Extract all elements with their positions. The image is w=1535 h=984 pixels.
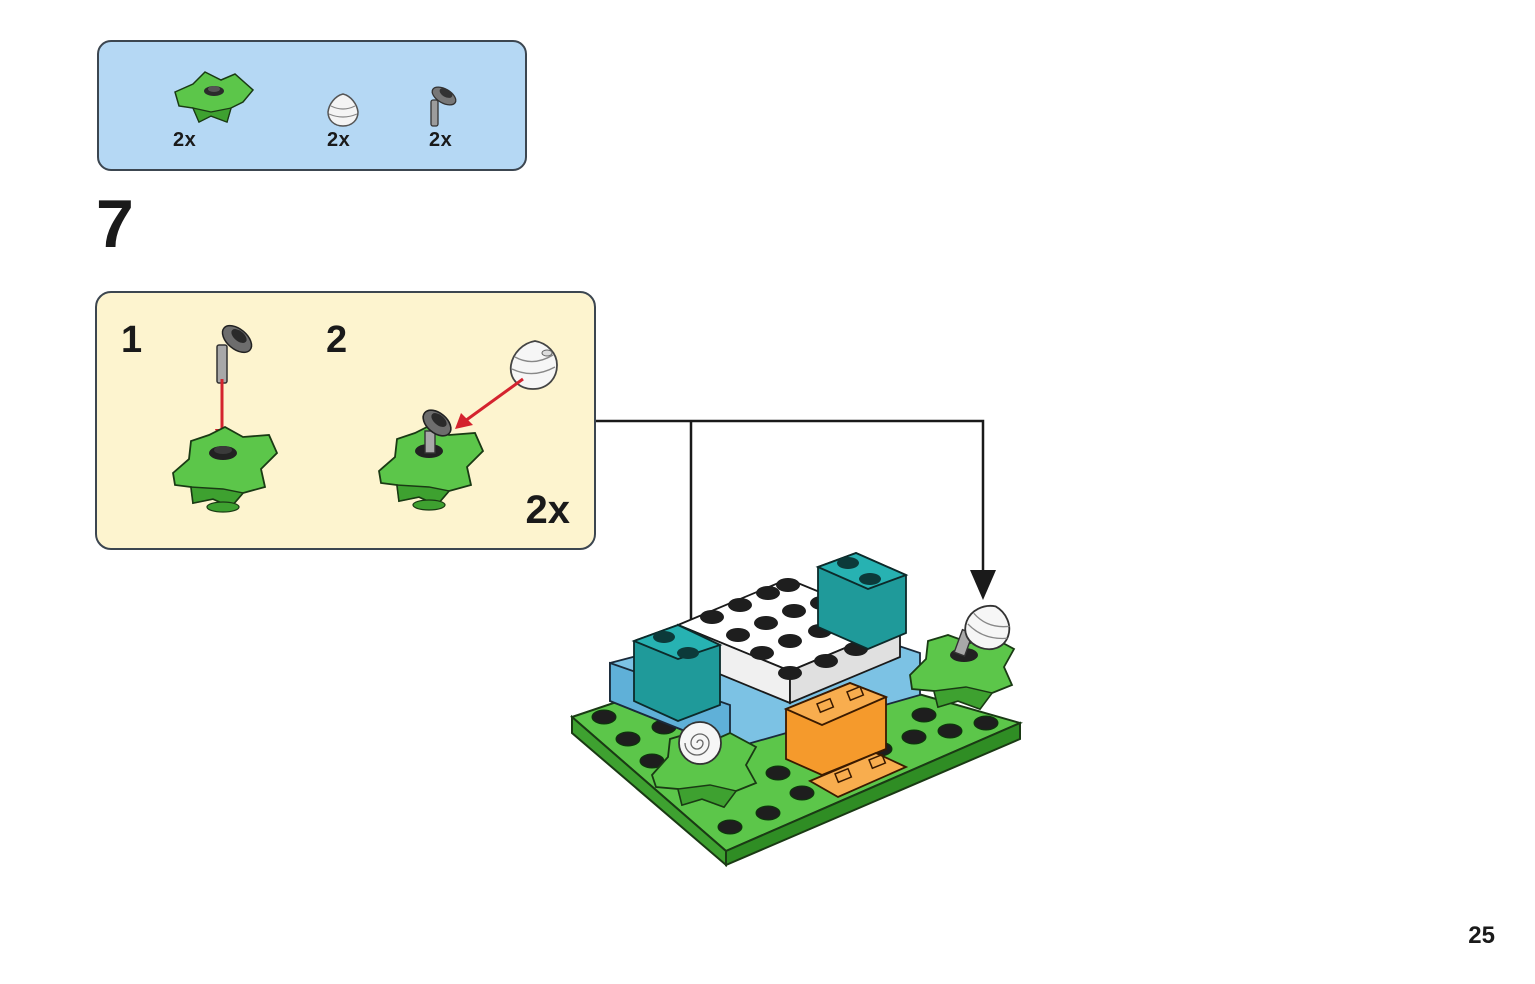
page-number: 25 <box>1468 922 1495 949</box>
part-count: 2x <box>429 129 453 151</box>
step-number: 7 <box>96 186 134 262</box>
sub-assembly-multiplier: 2x <box>525 488 571 532</box>
assembled-model <box>570 552 1023 868</box>
part-count: 2x <box>327 129 351 151</box>
green-leaf-plate-icon <box>174 71 255 124</box>
part-count: 2x <box>173 129 197 151</box>
leaf-with-holder-icon <box>378 409 485 511</box>
sub-step-number: 2 <box>326 319 348 361</box>
grey-bar-holder-icon <box>430 86 457 127</box>
sub-assembly-box: 1 2 2x <box>95 291 596 550</box>
green-leaf-plate-icon <box>172 425 279 513</box>
parts-list-box: 2x 2x 2x <box>97 40 527 171</box>
white-flower-cone-icon <box>327 93 359 127</box>
grey-bar-holder-icon <box>216 324 253 384</box>
sub-step-number: 1 <box>121 319 143 361</box>
assembly-arrow-icon <box>455 377 524 429</box>
white-flower-cone-icon <box>509 340 558 390</box>
